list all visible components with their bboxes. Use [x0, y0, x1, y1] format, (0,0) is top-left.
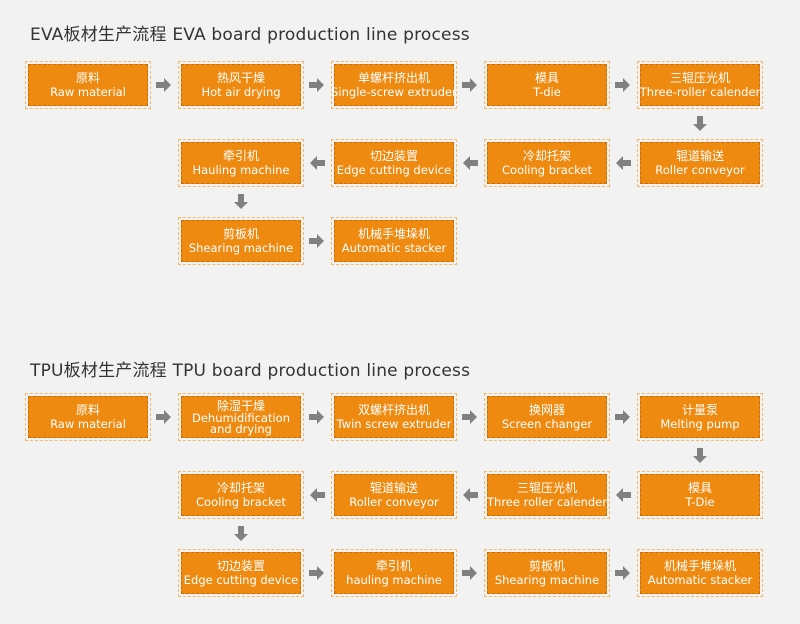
step-label-en: Edge cutting device — [183, 573, 299, 587]
arrow-right-icon — [309, 565, 325, 581]
step-label-zh: 切边装置 — [216, 559, 265, 573]
step-label-zh: 切边装置 — [369, 149, 418, 163]
step-label-en: Melting pump — [660, 417, 740, 431]
step-label-en: Twin screw extruder — [336, 417, 452, 431]
step-label-zh: 换网器 — [528, 403, 565, 417]
step-label-zh: 双螺杆挤出机 — [357, 403, 430, 417]
step-label-en: Roller conveyor — [655, 163, 745, 177]
step-label-en: Automatic stacker — [647, 573, 753, 587]
step-label-zh: 原料 — [75, 403, 100, 417]
arrow-down-icon — [233, 526, 249, 542]
step-label-zh: 单螺杆挤出机 — [357, 71, 430, 85]
step-label-en: hauling machine — [346, 573, 442, 587]
step-label-zh: 剪板机 — [528, 559, 565, 573]
step-label-zh: 三辊压光机 — [669, 71, 730, 85]
step-label-zh: 冷却托架 — [216, 481, 265, 495]
arrow-left-icon — [309, 487, 325, 503]
arrow-right-icon — [309, 77, 325, 93]
step-label-en: T-die — [533, 85, 561, 99]
arrow-down-icon — [233, 194, 249, 210]
step-label-zh: 辊道输送 — [675, 149, 724, 163]
step-label-en: Three roller calender — [487, 495, 607, 509]
arrow-right-icon — [309, 409, 325, 425]
step-label-en: Automatic stacker — [341, 241, 447, 255]
arrow-right-icon — [615, 565, 631, 581]
step-label-zh: 热风干燥 — [216, 71, 265, 85]
step-label-zh: 冷却托架 — [522, 149, 571, 163]
arrow-left-icon — [309, 155, 325, 171]
arrow-right-icon — [156, 409, 172, 425]
arrow-left-icon — [462, 155, 478, 171]
step-label-zh: 机械手堆垛机 — [357, 227, 430, 241]
step-label-zh: 计量泵 — [681, 403, 718, 417]
step-label-en: Raw material — [50, 85, 126, 99]
arrow-left-icon — [615, 155, 631, 171]
tpu-title: TPU板材生产流程 TPU board production line proc… — [30, 361, 471, 381]
step-label-en: Shearing machine — [188, 241, 294, 255]
step-label-en: Roller conveyor — [349, 495, 439, 509]
arrow-left-icon — [462, 487, 478, 503]
step-label-en: Screen changer — [501, 417, 593, 431]
arrow-right-icon — [462, 409, 478, 425]
step-label-en: Edge cutting device — [336, 163, 452, 177]
step-label-en: Shearing machine — [494, 573, 600, 587]
step-label-zh: 辊道输送 — [369, 481, 418, 495]
step-label-en: Raw material — [50, 417, 126, 431]
arrow-down-icon — [692, 116, 708, 132]
step-label-en: T-Die — [685, 495, 715, 509]
arrow-right-icon — [615, 409, 631, 425]
arrow-left-icon — [615, 487, 631, 503]
step-label-zh: 机械手堆垛机 — [663, 559, 736, 573]
step-label-en: Hot air drying — [201, 85, 281, 99]
step-label-zh: 模具 — [534, 71, 559, 85]
step-label-en: Three-roller calender — [639, 85, 761, 99]
arrow-right-icon — [156, 77, 172, 93]
step-label-zh: 三辊压光机 — [516, 481, 577, 495]
eva-title: EVA板材生产流程 EVA board production line proc… — [30, 25, 470, 45]
step-label-zh: 剪板机 — [222, 227, 259, 241]
step-label-zh: 牵引机 — [375, 559, 412, 573]
arrow-down-icon — [692, 448, 708, 464]
step-label-en: Dehumidification and drying — [191, 411, 291, 436]
arrow-right-icon — [462, 77, 478, 93]
step-label-zh: 除湿干燥 — [216, 399, 265, 413]
step-label-en: Hauling machine — [192, 163, 290, 177]
step-label-en: Single-screw extruder — [331, 85, 457, 99]
step-label-zh: 牵引机 — [222, 149, 259, 163]
step-label-en: Cooling bracket — [196, 495, 286, 509]
arrow-right-icon — [615, 77, 631, 93]
step-label-zh: 模具 — [687, 481, 712, 495]
arrow-right-icon — [462, 565, 478, 581]
arrow-right-icon — [309, 233, 325, 249]
step-label-zh: 原料 — [75, 71, 100, 85]
step-label-en: Cooling bracket — [502, 163, 592, 177]
